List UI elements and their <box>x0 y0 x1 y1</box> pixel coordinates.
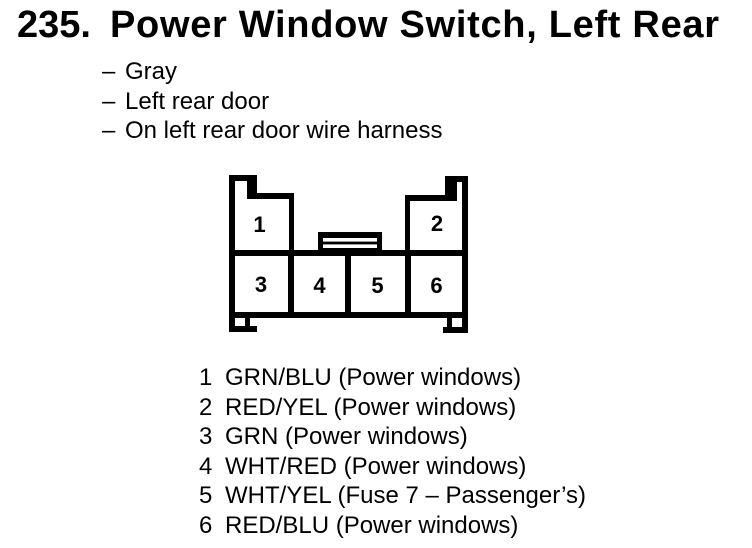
legend-row-5: 5 WHT/YEL (Fuse 7 – Passenger’s) <box>199 481 586 511</box>
connector-outline <box>229 175 468 333</box>
note-connector-color: –Gray <box>102 57 442 87</box>
connector-diagram: 1 2 3 4 5 6 <box>225 168 475 340</box>
legend-row-4: 4 WHT/RED (Power windows) <box>199 452 586 482</box>
legend-pin-label: GRN (Power windows) <box>225 423 468 450</box>
dash-bullet: – <box>102 58 116 85</box>
connector-pin-3: 3 <box>254 272 268 297</box>
legend-pin-label: WHT/RED (Power windows) <box>225 452 527 480</box>
legend-pin-number: 6 <box>199 511 213 539</box>
legend-pin-number: 1 <box>199 364 213 391</box>
connector-pin-2: 2 <box>430 211 444 236</box>
legend-row-3: 3 GRN (Power windows) <box>199 422 586 452</box>
connector-pin-5: 5 <box>371 272 384 298</box>
latch-tab <box>318 232 382 252</box>
figure-title-row: 235. Power Window Switch, Left Rear <box>17 4 720 48</box>
note-text: Left rear door <box>125 87 270 115</box>
pin-legend: 1 GRN/BLU (Power windows) 2 RED/YEL (Pow… <box>199 363 586 540</box>
connector-pin-1: 1 <box>253 211 266 237</box>
legend-pin-number: 2 <box>199 393 213 421</box>
page-title: Power Window Switch, Left Rear <box>110 4 720 46</box>
dash-bullet: – <box>102 117 116 145</box>
dash-bullet: – <box>102 87 116 115</box>
legend-row-1: 1 GRN/BLU (Power windows) <box>199 363 586 393</box>
legend-row-2: 2 RED/YEL (Power windows) <box>199 393 586 423</box>
legend-pin-number: 4 <box>199 452 213 480</box>
legend-pin-label: GRN/BLU (Power windows) <box>225 364 522 391</box>
connector-pin-6: 6 <box>430 272 443 298</box>
legend-pin-label: WHT/YEL (Fuse 7 – Passenger’s) <box>225 482 587 509</box>
legend-pin-number: 3 <box>199 423 213 450</box>
connector-pin-4: 4 <box>313 273 326 298</box>
legend-pin-number: 5 <box>199 482 213 509</box>
connector-notes: –Gray –Left rear door –On left rear door… <box>102 57 442 146</box>
note-text: On left rear door wire harness <box>125 117 443 145</box>
note-text: Gray <box>125 58 178 85</box>
legend-row-6: 6 RED/BLU (Power windows) <box>199 511 586 541</box>
note-harness: –On left rear door wire harness <box>102 116 442 146</box>
connector-outline-svg <box>229 175 468 333</box>
note-location: –Left rear door <box>102 87 442 117</box>
figure-number: 235. <box>17 4 91 46</box>
legend-pin-label: RED/YEL (Power windows) <box>225 393 517 421</box>
legend-pin-label: RED/BLU (Power windows) <box>225 511 519 539</box>
